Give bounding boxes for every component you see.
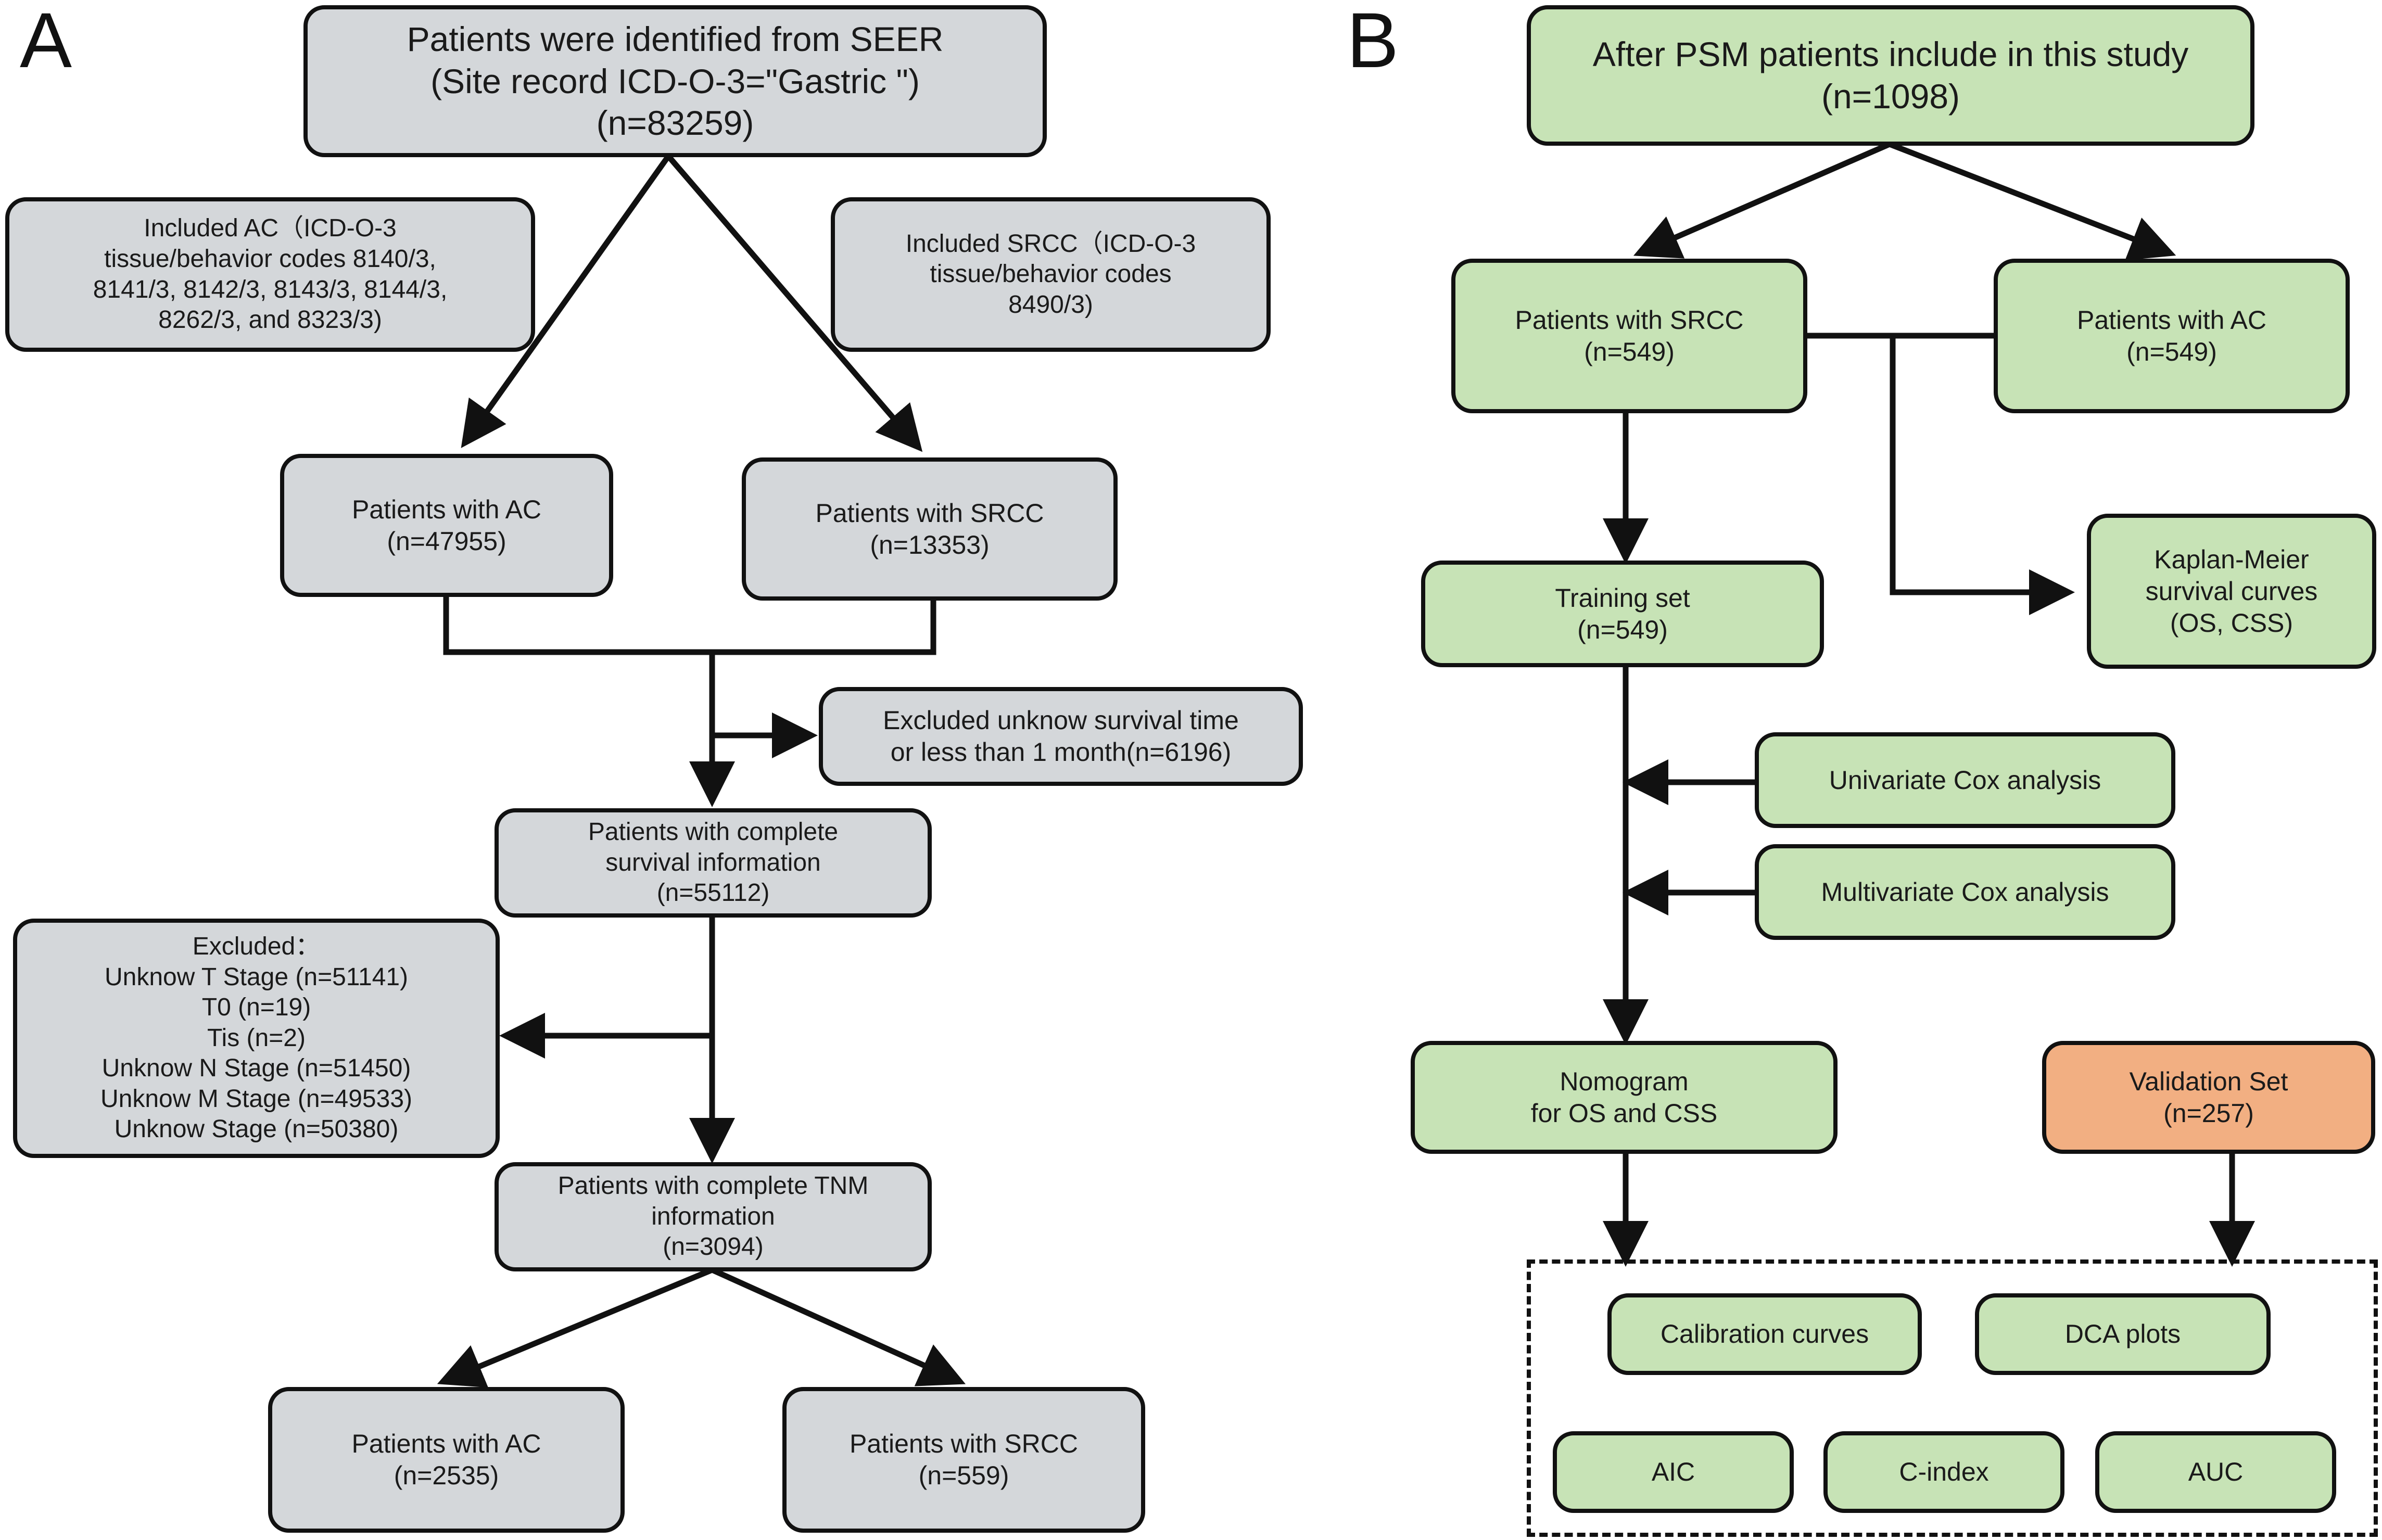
panel-b-label: B	[1347, 0, 1399, 84]
patients-ac-box: Patients with AC (n=47955)	[280, 454, 613, 597]
multivariate-cox-box: Multivariate Cox analysis	[1755, 844, 2175, 940]
validation-set-box: Validation Set (n=257)	[2042, 1041, 2375, 1154]
panel-a-label: A	[20, 0, 72, 84]
psm-cohort-box: After PSM patients include in this study…	[1527, 5, 2254, 146]
dca-plots-text: DCA plots	[2064, 1319, 2181, 1348]
seer-source-text: Patients were identified from SEER (Site…	[407, 20, 944, 143]
nomogram-text: Nomogram for OS and CSS	[1530, 1066, 1718, 1128]
arrow-to-km	[1890, 336, 2075, 615]
training-set-text: Training set (n=549)	[1555, 583, 1690, 644]
excluded-stage-box: Excluded： Unknow T Stage (n=51141) T0 (n…	[13, 919, 500, 1158]
seer-source-box: Patients were identified from SEER (Site…	[303, 5, 1047, 157]
merge-connector	[443, 595, 936, 655]
srcc-cohort-box: Patients with SRCC (n=549)	[1451, 259, 1807, 413]
excluded-survival-box: Excluded unknow survival time or less th…	[819, 687, 1303, 786]
final-srcc-box: Patients with SRCC (n=559)	[782, 1387, 1145, 1533]
final-srcc-text: Patients with SRCC (n=559)	[849, 1429, 1079, 1490]
evaluation-metrics-group	[1527, 1259, 2378, 1537]
ac-cohort-box: Patients with AC (n=549)	[1994, 259, 2350, 413]
final-ac-text: Patients with AC (n=2535)	[351, 1429, 541, 1490]
c-index-text: C-index	[1899, 1457, 1989, 1486]
training-set-box: Training set (n=549)	[1421, 561, 1824, 667]
calibration-curves-box: Calibration curves	[1607, 1293, 1922, 1375]
patients-ac-text: Patients with AC (n=47955)	[351, 494, 542, 556]
auc-text: AUC	[2188, 1457, 2244, 1486]
kaplan-meier-box: Kaplan-Meier survival curves (OS, CSS)	[2087, 514, 2376, 669]
ac-cohort-text: Patients with AC (n=549)	[2076, 305, 2267, 366]
aic-box: AIC	[1553, 1431, 1794, 1513]
included-srcc-criteria-text: Included SRCC（ICD-O-3 tissue/behavior co…	[905, 230, 1196, 319]
univariate-cox-box: Univariate Cox analysis	[1755, 732, 2175, 828]
patients-srcc-text: Patients with SRCC (n=13353)	[815, 498, 1044, 559]
calibration-curves-text: Calibration curves	[1660, 1319, 1869, 1348]
complete-survival-box: Patients with complete survival informat…	[495, 808, 932, 918]
univariate-cox-text: Univariate Cox analysis	[1829, 765, 2101, 795]
complete-tnm-text: Patients with complete TNM information (…	[558, 1172, 869, 1261]
dca-plots-box: DCA plots	[1975, 1293, 2271, 1375]
arrow-seer-to-ac	[461, 154, 671, 448]
complete-survival-text: Patients with complete survival informat…	[588, 818, 839, 907]
multivariate-cox-text: Multivariate Cox analysis	[1821, 877, 2109, 907]
arrow-psm-to-srcc	[1633, 141, 1891, 259]
arrow-tnm-to-ac	[437, 1267, 714, 1388]
final-ac-box: Patients with AC (n=2535)	[268, 1387, 625, 1533]
auc-box: AUC	[2095, 1431, 2336, 1513]
nomogram-box: Nomogram for OS and CSS	[1411, 1041, 1838, 1154]
arrow-psm-to-ac	[1889, 141, 2176, 261]
validation-set-text: Validation Set (n=257)	[2129, 1066, 2288, 1128]
excluded-stage-text: Excluded： Unknow T Stage (n=51141) T0 (n…	[100, 933, 412, 1143]
excluded-survival-text: Excluded unknow survival time or less th…	[883, 706, 1239, 767]
included-srcc-criteria-box: Included SRCC（ICD-O-3 tissue/behavior co…	[831, 197, 1271, 352]
included-ac-criteria-box: Included AC（ICD-O-3 tissue/behavior code…	[5, 197, 535, 352]
patients-srcc-box: Patients with SRCC (n=13353)	[742, 457, 1118, 601]
c-index-box: C-index	[1823, 1431, 2064, 1513]
psm-cohort-text: After PSM patients include in this study…	[1592, 35, 2189, 116]
arrow-seer-to-srcc	[666, 154, 923, 452]
complete-tnm-box: Patients with complete TNM information (…	[495, 1162, 932, 1271]
included-ac-criteria-text: Included AC（ICD-O-3 tissue/behavior code…	[93, 214, 448, 334]
arrow-tnm-to-srcc	[711, 1267, 966, 1386]
kaplan-meier-text: Kaplan-Meier survival curves (OS, CSS)	[2145, 544, 2318, 638]
srcc-cohort-text: Patients with SRCC (n=549)	[1515, 305, 1744, 366]
aic-text: AIC	[1651, 1457, 1695, 1486]
